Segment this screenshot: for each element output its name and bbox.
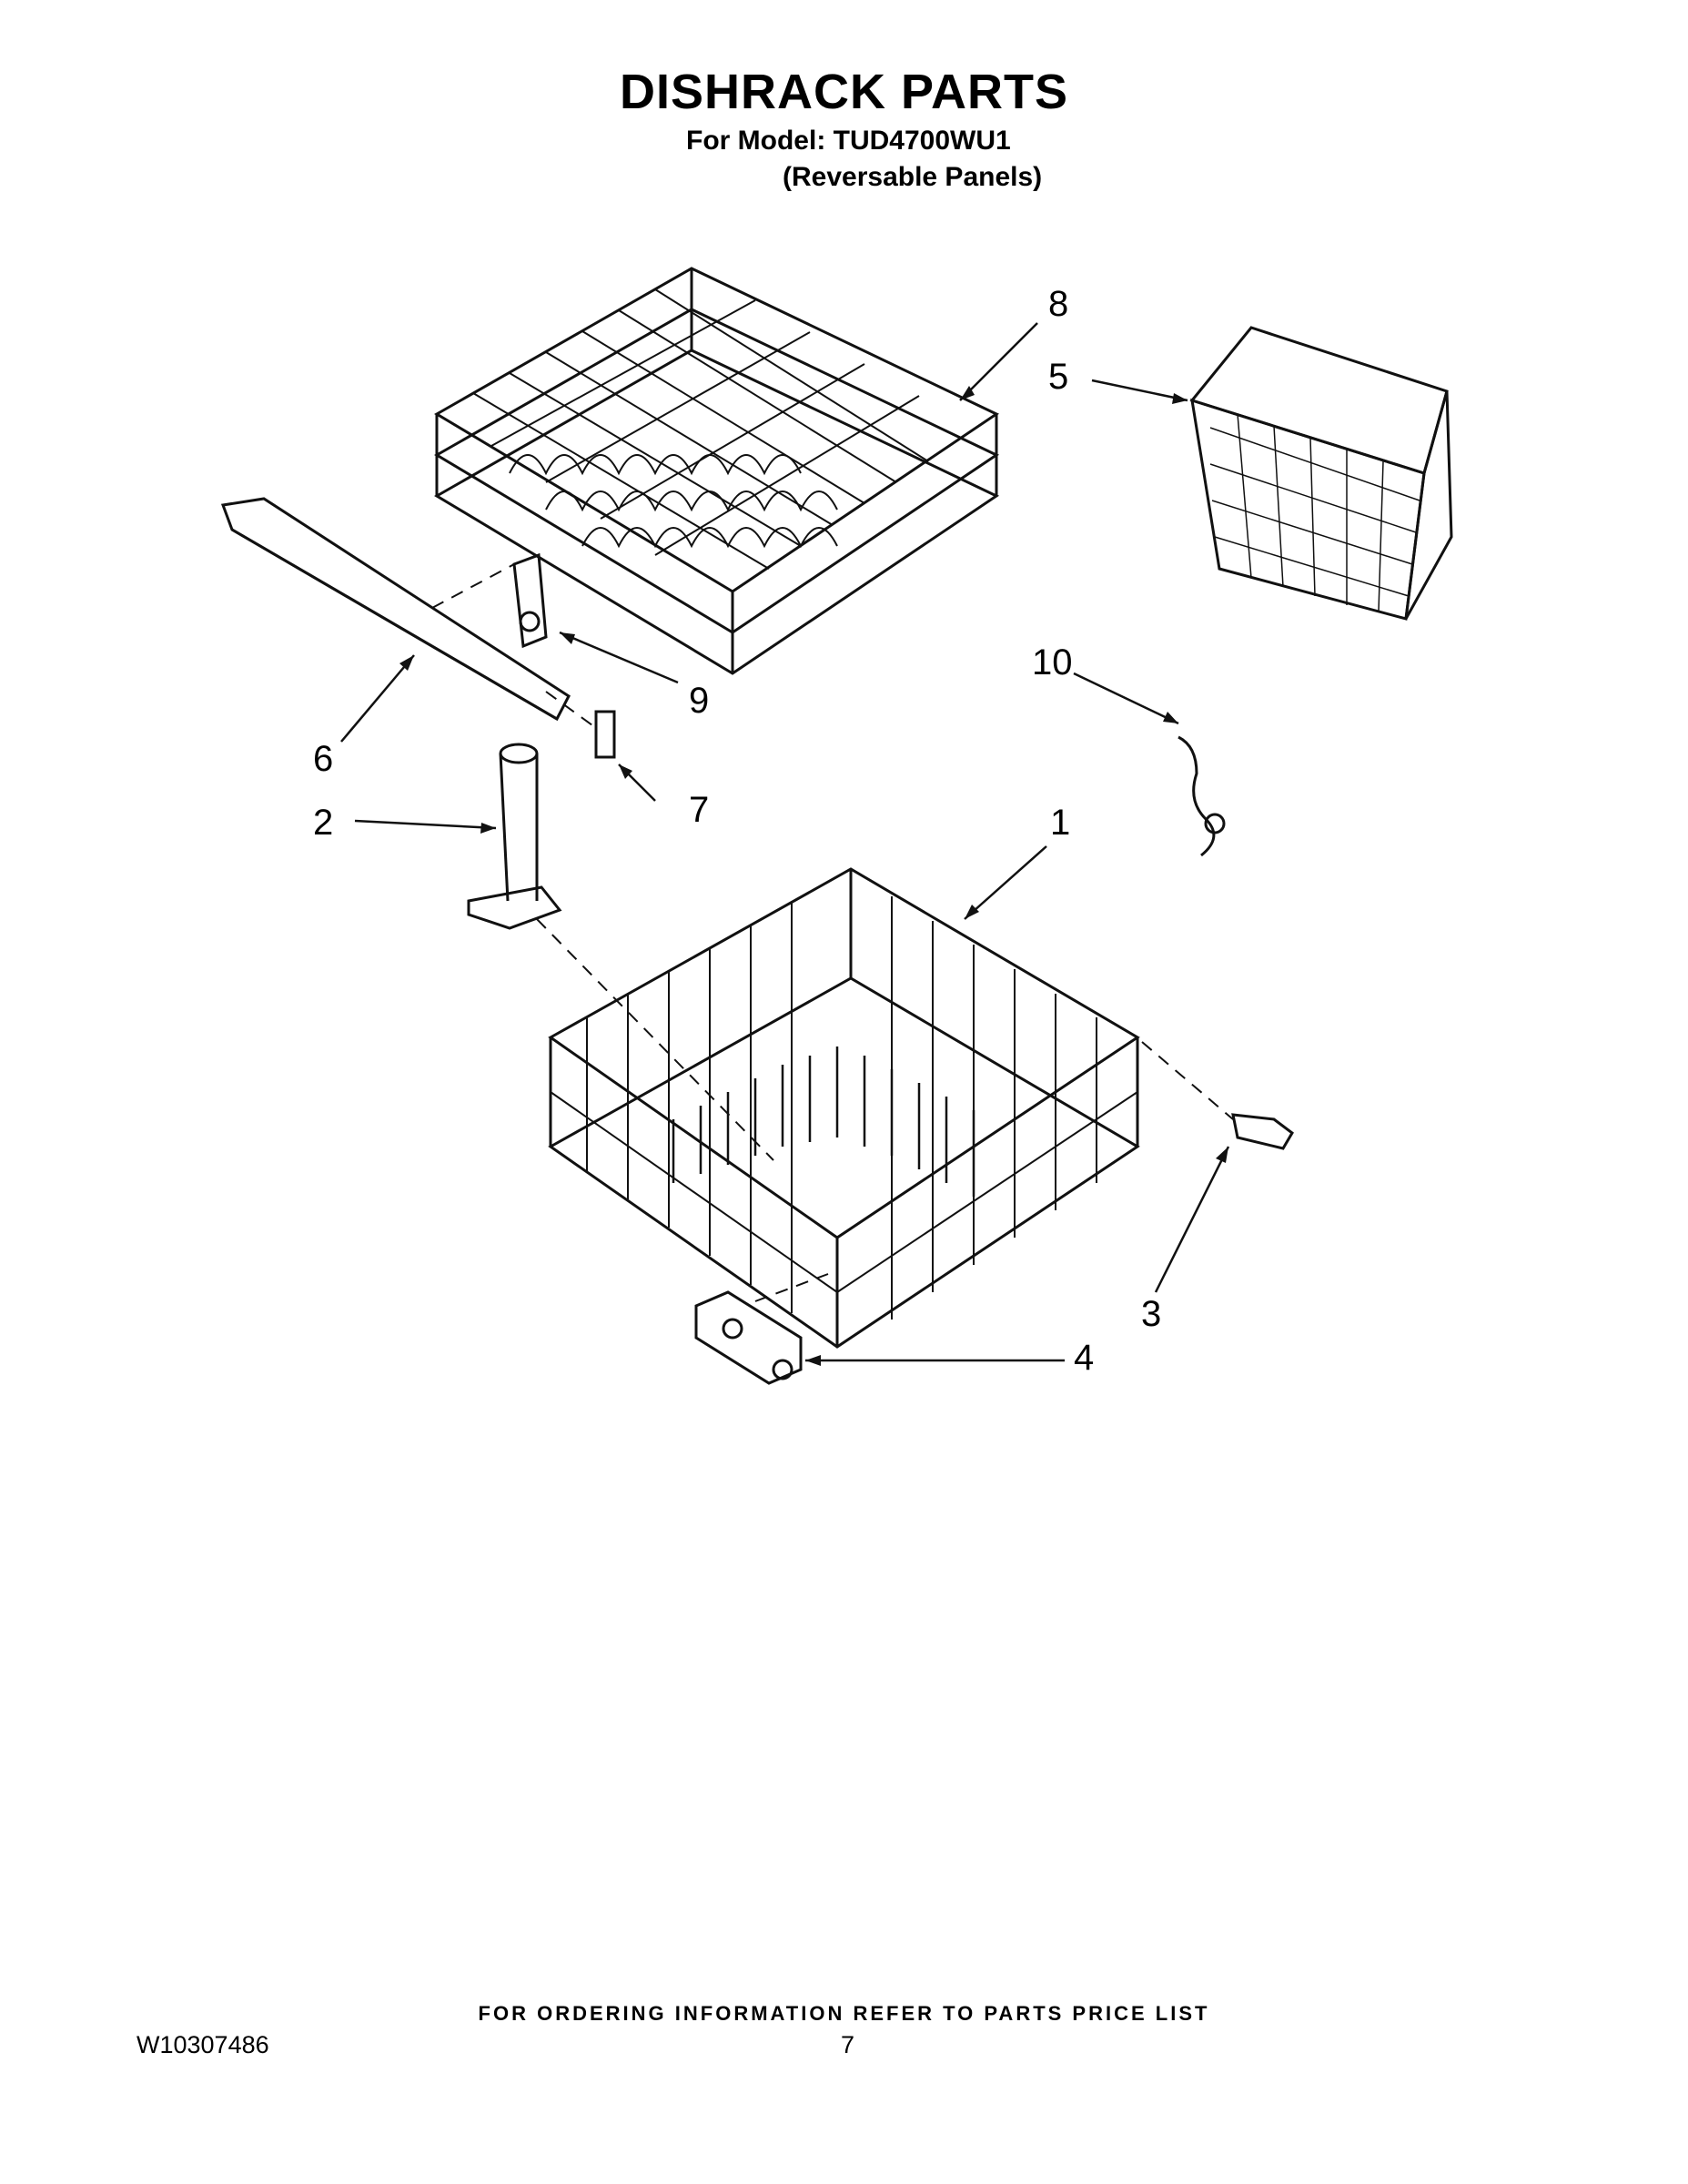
callout-4: 4 <box>1074 1338 1095 1378</box>
rack-stop-clip <box>512 552 548 649</box>
callout-9: 9 <box>689 681 710 721</box>
rack-adjuster <box>1231 1113 1294 1150</box>
document-number: W10307486 <box>136 2031 269 2058</box>
variant-line: (Reversable Panels) <box>783 162 1043 192</box>
roller-assembly <box>694 1290 803 1385</box>
callout-8: 8 <box>1048 284 1069 324</box>
callout-6: 6 <box>313 739 334 779</box>
roller-post <box>467 743 562 930</box>
callout-5: 5 <box>1048 357 1069 397</box>
alignment-lines <box>431 563 1234 1302</box>
page-title: DISHRACK PARTS <box>619 65 1068 119</box>
silverware-basket <box>1189 326 1453 621</box>
callout-1: 1 <box>1050 803 1071 843</box>
small-clip <box>594 710 616 759</box>
callout-3: 3 <box>1141 1294 1162 1334</box>
model-line: For Model: TUD4700WU1 <box>686 126 1011 156</box>
ordering-note: FOR ORDERING INFORMATION REFER TO PARTS … <box>478 2002 1210 2025</box>
rack-rail <box>220 497 571 722</box>
arrow-heads <box>399 386 1228 1366</box>
callout-2: 2 <box>313 803 334 843</box>
callout-7: 7 <box>689 790 710 830</box>
callout-10: 10 <box>1032 642 1073 682</box>
wire-clip <box>1178 735 1226 857</box>
page-number: 7 <box>841 2031 855 2058</box>
lower-dishrack <box>548 867 1140 1349</box>
upper-dishrack <box>434 267 1000 675</box>
leader-arrows <box>340 322 1230 1362</box>
